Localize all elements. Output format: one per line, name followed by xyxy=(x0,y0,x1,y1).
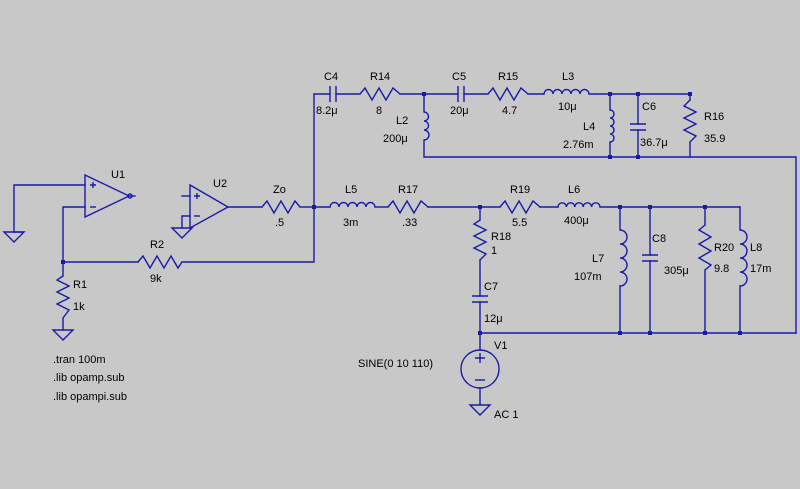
zo-value-label: .5 xyxy=(275,217,284,229)
capacitor-c5[interactable]: C5 20μ xyxy=(450,71,469,117)
r17-value-label: .33 xyxy=(402,217,417,229)
opamp-u1[interactable]: U1 xyxy=(84,169,133,219)
c6-value-label: 36.7μ xyxy=(640,137,668,149)
ground-symbol-r1 xyxy=(51,329,75,341)
l4-ref-label: L4 xyxy=(583,121,595,133)
r15-ref-label: R15 xyxy=(498,71,518,83)
resistor-zo[interactable]: Zo .5 xyxy=(261,184,301,229)
l6-ref-label: L6 xyxy=(568,184,580,196)
directive-lib-opampi[interactable]: .lib opampi.sub xyxy=(53,391,127,403)
c4-value-label: 8.2μ xyxy=(316,105,338,117)
c8-value-label: 305μ xyxy=(664,265,689,277)
inductor-l8[interactable]: L8 17m xyxy=(739,229,771,287)
directive-lib-opamp[interactable]: .lib opamp.sub xyxy=(53,372,125,384)
v1-ac-label: AC 1 xyxy=(494,409,518,421)
u2-ref-label: U2 xyxy=(213,178,227,190)
l2-ref-label: L2 xyxy=(396,115,408,127)
inductor-l7[interactable]: L7 107m xyxy=(574,229,628,287)
l6-value-label: 400μ xyxy=(564,215,589,227)
ground-symbol-u2 xyxy=(170,227,194,239)
c5-value-label: 20μ xyxy=(450,105,469,117)
junction-dots xyxy=(61,92,742,335)
zo-ref-label: Zo xyxy=(273,184,286,196)
r2-value-label: 9k xyxy=(150,273,162,285)
opamp-u2[interactable]: U2 xyxy=(189,178,230,230)
l5-value-label: 3m xyxy=(343,217,358,229)
u1-ref-label: U1 xyxy=(111,169,125,181)
capacitor-c4[interactable]: C4 8.2μ xyxy=(316,71,338,117)
c5-ref-label: C5 xyxy=(452,71,466,83)
resistor-r19[interactable]: R19 5.5 xyxy=(499,184,541,229)
spice-directives[interactable]: .tran 100m .lib opamp.sub .lib opampi.su… xyxy=(53,354,127,403)
resistor-r20[interactable]: R20 9.8 xyxy=(697,224,734,275)
r18-value-label: 1 xyxy=(491,245,497,257)
inductor-l6[interactable]: L6 400μ xyxy=(557,184,601,227)
resistor-r16[interactable]: R16 35.9 xyxy=(682,99,725,145)
resistor-r17[interactable]: R17 .33 xyxy=(387,184,429,229)
r16-value-label: 35.9 xyxy=(704,133,725,145)
c8-ref-label: C8 xyxy=(652,233,666,245)
r1-value-label: 1k xyxy=(73,301,85,313)
r18-ref-label: R18 xyxy=(491,231,511,243)
r1-ref-label: R1 xyxy=(73,279,87,291)
r15-value-label: 4.7 xyxy=(502,105,517,117)
v1-value-label: SINE(0 10 110) xyxy=(358,358,433,370)
ground-symbol-u1 xyxy=(2,231,26,243)
r17-ref-label: R17 xyxy=(398,184,418,196)
resistor-r18[interactable]: R18 1 xyxy=(472,219,511,261)
l7-value-label: 107m xyxy=(574,271,602,283)
l2-value-label: 200μ xyxy=(383,133,408,145)
l5-ref-label: L5 xyxy=(345,184,357,196)
voltage-source-v1[interactable]: V1 SINE(0 10 110) AC 1 xyxy=(358,340,518,421)
inductor-l2[interactable]: L2 200μ xyxy=(383,111,430,145)
l8-value-label: 17m xyxy=(750,263,771,275)
capacitor-c8[interactable]: C8 305μ xyxy=(642,233,689,277)
c4-ref-label: C4 xyxy=(324,71,338,83)
l8-ref-label: L8 xyxy=(750,242,762,254)
inductor-l3[interactable]: L3 10μ xyxy=(543,71,597,113)
l7-ref-label: L7 xyxy=(592,253,604,265)
c6-ref-label: C6 xyxy=(642,101,656,113)
directive-tran[interactable]: .tran 100m xyxy=(53,354,106,366)
resistor-r14[interactable]: R14 8 xyxy=(359,71,401,117)
r19-ref-label: R19 xyxy=(510,184,530,196)
r19-value-label: 5.5 xyxy=(512,217,527,229)
inductor-l4[interactable]: L4 2.76m xyxy=(563,109,615,151)
l4-value-label: 2.76m xyxy=(563,139,594,151)
r20-value-label: 9.8 xyxy=(714,263,729,275)
capacitor-c6[interactable]: C6 36.7μ xyxy=(630,101,668,149)
r20-ref-label: R20 xyxy=(714,242,734,254)
l3-ref-label: L3 xyxy=(562,71,574,83)
l3-value-label: 10μ xyxy=(558,101,577,113)
r14-value-label: 8 xyxy=(376,105,382,117)
r14-ref-label: R14 xyxy=(370,71,390,83)
capacitor-c7[interactable]: C7 12μ xyxy=(472,281,503,325)
resistor-r1[interactable]: R1 1k xyxy=(55,275,87,319)
c7-ref-label: C7 xyxy=(484,281,498,293)
r16-ref-label: R16 xyxy=(704,111,724,123)
resistor-r2[interactable]: R2 9k xyxy=(137,239,183,285)
v1-ref-label: V1 xyxy=(494,340,507,352)
inductor-l5[interactable]: L5 3m xyxy=(329,184,376,229)
resistor-r15[interactable]: R15 4.7 xyxy=(487,71,529,117)
r2-ref-label: R2 xyxy=(150,239,164,251)
c7-value-label: 12μ xyxy=(484,313,503,325)
ground-symbol-v1 xyxy=(468,404,492,416)
